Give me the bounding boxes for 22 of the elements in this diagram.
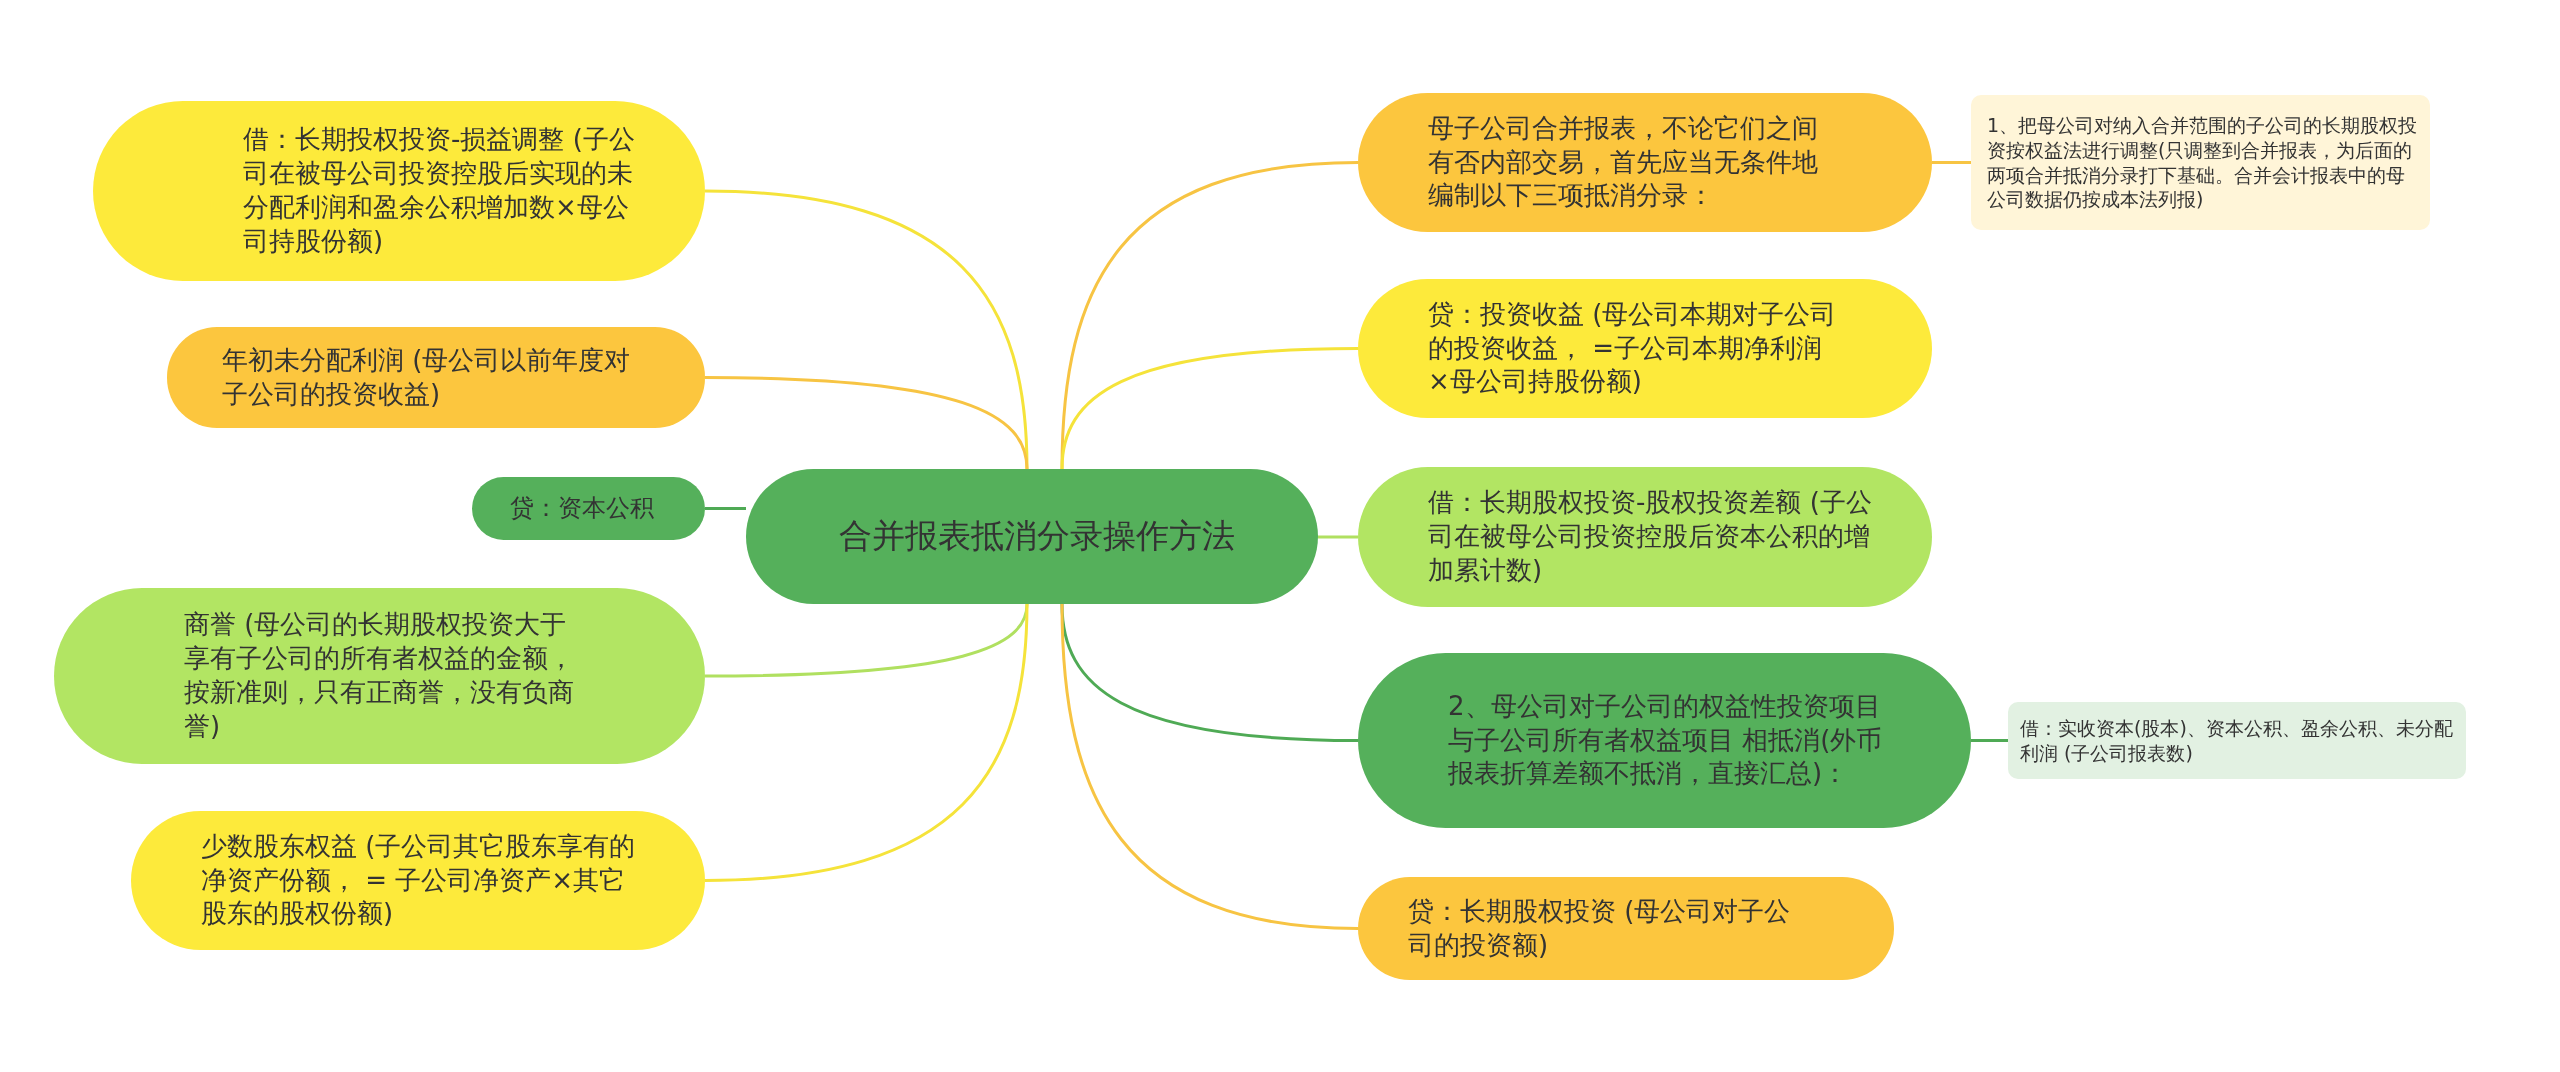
connector-line — [705, 376, 1029, 470]
topic-box: 借：长期投权投资-损益调整 (子公司在被母公司投资控股后实现的未分配利润和盈余公积增加数×母公司持股份额) — [93, 101, 705, 281]
note-box: 借：实收资本(股本)、资本公积、盈余公积、未分配利润 (子公司报表数) — [2008, 702, 2466, 779]
topic-box: 母子公司合并报表，不论它们之间有否内部交易，首先应当无条件地编制以下三项抵消分录： — [1358, 93, 1932, 232]
connector-line — [1060, 161, 1359, 470]
connector-line — [1060, 347, 1359, 470]
connector-line — [1932, 161, 1971, 164]
connector-line — [1060, 603, 1359, 930]
topic-box: 年初未分配利润 (母公司以前年度对子公司的投资收益) — [167, 327, 705, 428]
connector-line — [705, 507, 746, 510]
connector-line — [704, 603, 1029, 882]
topic-box: 借：长期股权投资-股权投资差额 (子公司在被母公司投资控股后资本公积的增加累计数) — [1358, 467, 1932, 607]
connector-line — [1971, 739, 2008, 742]
note-box: 1、把母公司对纳入合并范围的子公司的长期股权投资按权益法进行调整(只调整到合并报表，为后面的两项合并抵消分录打下基础。合并会计报表中的母公司数据仍按成本法列报) — [1971, 95, 2430, 230]
root-topic-box: 合并报表抵消分录操作方法 — [746, 469, 1318, 604]
topic-box: 贷：投资收益 (母公司本期对子公司的投资收益， =子公司本期净利润×母公司持股份额) — [1358, 279, 1932, 418]
connector-line — [1318, 535, 1358, 539]
topic-box: 贷：资本公积 — [472, 477, 705, 540]
topic-box: 少数股东权益 (子公司其它股东享有的净资产份额， = 子公司净资产×其它股东的股权份额) — [131, 811, 705, 950]
topic-box: 贷：长期股权投资 (母公司对子公司的投资额) — [1358, 877, 1894, 980]
topic-box: 商誉 (母公司的长期股权投资大于享有子公司的所有者权益的金额，按新准则，只有正商誉，没有负商誉) — [54, 588, 705, 764]
topic-box: 2、母公司对子公司的权益性投资项目与子公司所有者权益项目 相抵消(外币报表折算差额不抵消，直接汇总)： — [1358, 653, 1971, 828]
